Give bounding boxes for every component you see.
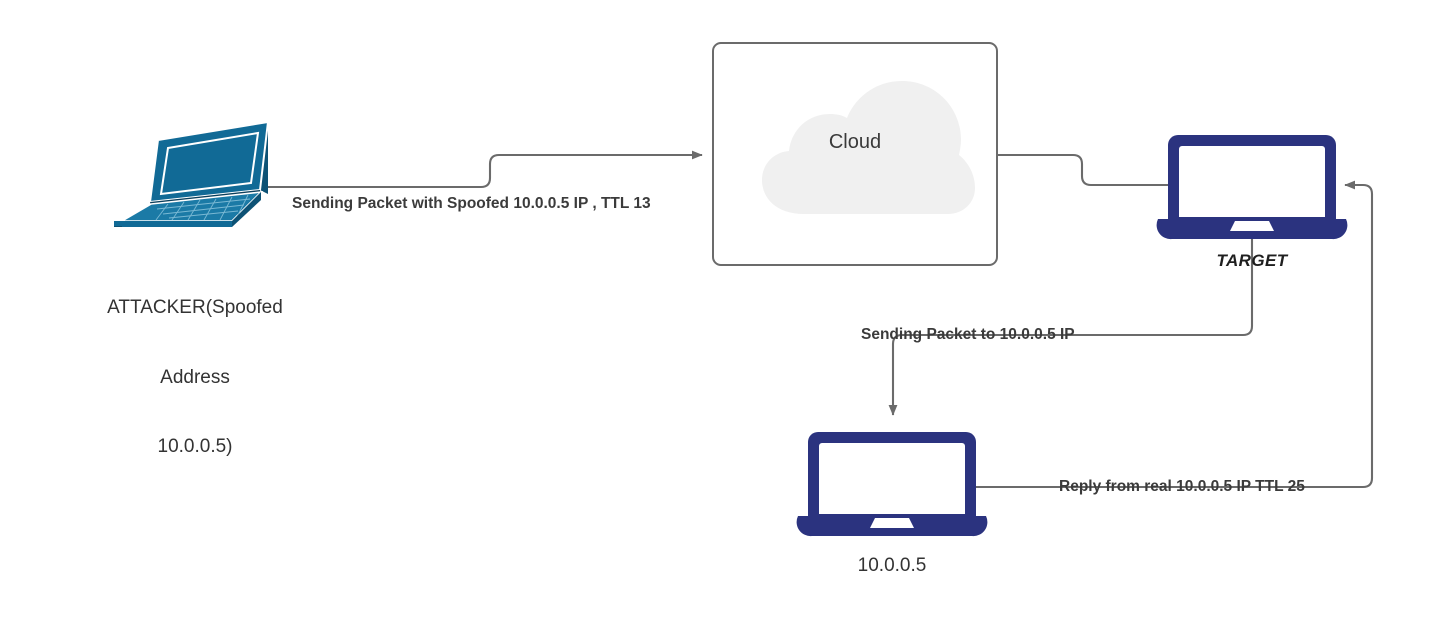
real-host-laptop-icon (794, 424, 990, 542)
target-label: TARGET (1216, 251, 1288, 270)
cloud-container-box: Cloud (712, 42, 998, 266)
attacker-label-line-1: ATTACKER(Spoofed (107, 297, 283, 319)
real-host-label: 10.0.0.5 (857, 555, 927, 576)
edge-target-to-real-host (888, 238, 1254, 416)
attacker-label-line-2: Address (160, 366, 230, 388)
edge-cloud-to-target (997, 153, 1168, 187)
edge-label-attacker-to-cloud: Sending Packet with Spoofed 10.0.0.5 IP … (292, 195, 651, 212)
attacker-label: ATTACKER(Spoofed Address 10.0.0.5) (70, 250, 320, 505)
attacker-label-line-3: 10.0.0.5) (157, 436, 233, 458)
cloud-label: Cloud (828, 131, 882, 153)
attacker-laptop-icon (108, 122, 268, 227)
edge-label-target-to-real-host: Sending Packet to 10.0.0.5 IP (861, 326, 1075, 343)
cloud-icon (762, 81, 975, 214)
edge-real-host-to-target (976, 180, 1374, 489)
edge-attacker-to-cloud (264, 150, 703, 189)
target-laptop-icon (1154, 127, 1350, 245)
edge-label-real-host-to-target: Reply from real 10.0.0.5 IP TTL 25 (1059, 478, 1305, 495)
